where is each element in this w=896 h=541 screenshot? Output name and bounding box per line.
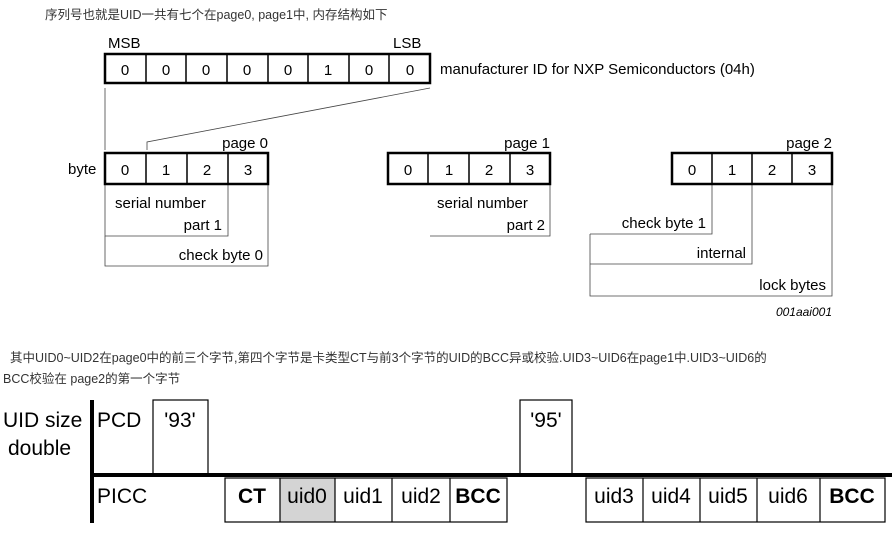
cell-uid6: uid6	[768, 485, 808, 508]
cmd-93: '93'	[164, 409, 195, 432]
cell-uid3: uid3	[594, 485, 634, 508]
byte-cell: 3	[808, 162, 816, 179]
label-internal: internal	[697, 245, 746, 262]
cell-uid1: uid1	[343, 485, 383, 508]
cell-uid0: uid0	[287, 485, 327, 508]
cell-bcc: BCC	[455, 485, 501, 508]
bit: 1	[324, 62, 332, 79]
figure-id: 001aai001	[776, 305, 832, 319]
label-serial-number: serial number	[115, 195, 206, 212]
byte-cell: 2	[485, 162, 493, 179]
cmd-95: '95'	[530, 409, 561, 432]
bit: 0	[406, 62, 414, 79]
memory-structure-diagram: MSB LSB 0 0 0 0 0 1 0 0 0 1 2 3 0 1 2 3 …	[68, 35, 834, 319]
para-line-1: 其中UID0~UID2在page0中的前三个字节,第四个字节是卡类型CT与前3个…	[10, 351, 767, 365]
bit: 0	[202, 62, 210, 79]
picc-label: PICC	[97, 485, 147, 508]
byte-cell: 1	[162, 162, 170, 179]
byte-cell: 0	[404, 162, 412, 179]
label-part2: part 2	[507, 217, 545, 234]
byte-cell: 1	[728, 162, 736, 179]
page-title: page 0	[222, 135, 268, 152]
cell-uid4: uid4	[651, 485, 691, 508]
byte-cell: 1	[445, 162, 453, 179]
cell-uid2: uid2	[401, 485, 441, 508]
bit: 0	[284, 62, 292, 79]
cell-uid5: uid5	[708, 485, 748, 508]
byte-cell: 2	[203, 162, 211, 179]
label-lock-bytes: lock bytes	[759, 277, 826, 294]
bit: 0	[243, 62, 251, 79]
page-title: page 1	[504, 135, 550, 152]
manufacturer-label: manufacturer ID for NXP Semiconductors (…	[440, 61, 755, 78]
byte-label: byte	[68, 161, 96, 178]
uid-size-label: UID size	[3, 409, 82, 432]
byte-cell: 2	[768, 162, 776, 179]
bit: 0	[162, 62, 170, 79]
uid-size-value: double	[8, 437, 71, 460]
cell-ct: CT	[238, 485, 266, 508]
bit: 0	[121, 62, 129, 79]
msb-label: MSB	[108, 35, 141, 52]
lsb-label: LSB	[393, 35, 421, 52]
pcd-label: PCD	[97, 409, 141, 432]
label-part1: part 1	[184, 217, 222, 234]
label-serial-number: serial number	[437, 195, 528, 212]
byte-cell: 3	[244, 162, 252, 179]
byte-cell: 0	[121, 162, 129, 179]
para-line-2: BCC校验在 page2的第一个字节	[3, 372, 181, 386]
byte-cell: 3	[526, 162, 534, 179]
label-check-byte-1: check byte 1	[622, 215, 706, 232]
page-title: page 2	[786, 135, 832, 152]
cell-bcc: BCC	[829, 485, 875, 508]
label-check-byte-0: check byte 0	[179, 247, 263, 264]
bit: 0	[365, 62, 373, 79]
byte-cell: 0	[688, 162, 696, 179]
intro-text: 序列号也就是UID一共有七个在page0, page1中, 内存结构如下	[45, 8, 388, 22]
